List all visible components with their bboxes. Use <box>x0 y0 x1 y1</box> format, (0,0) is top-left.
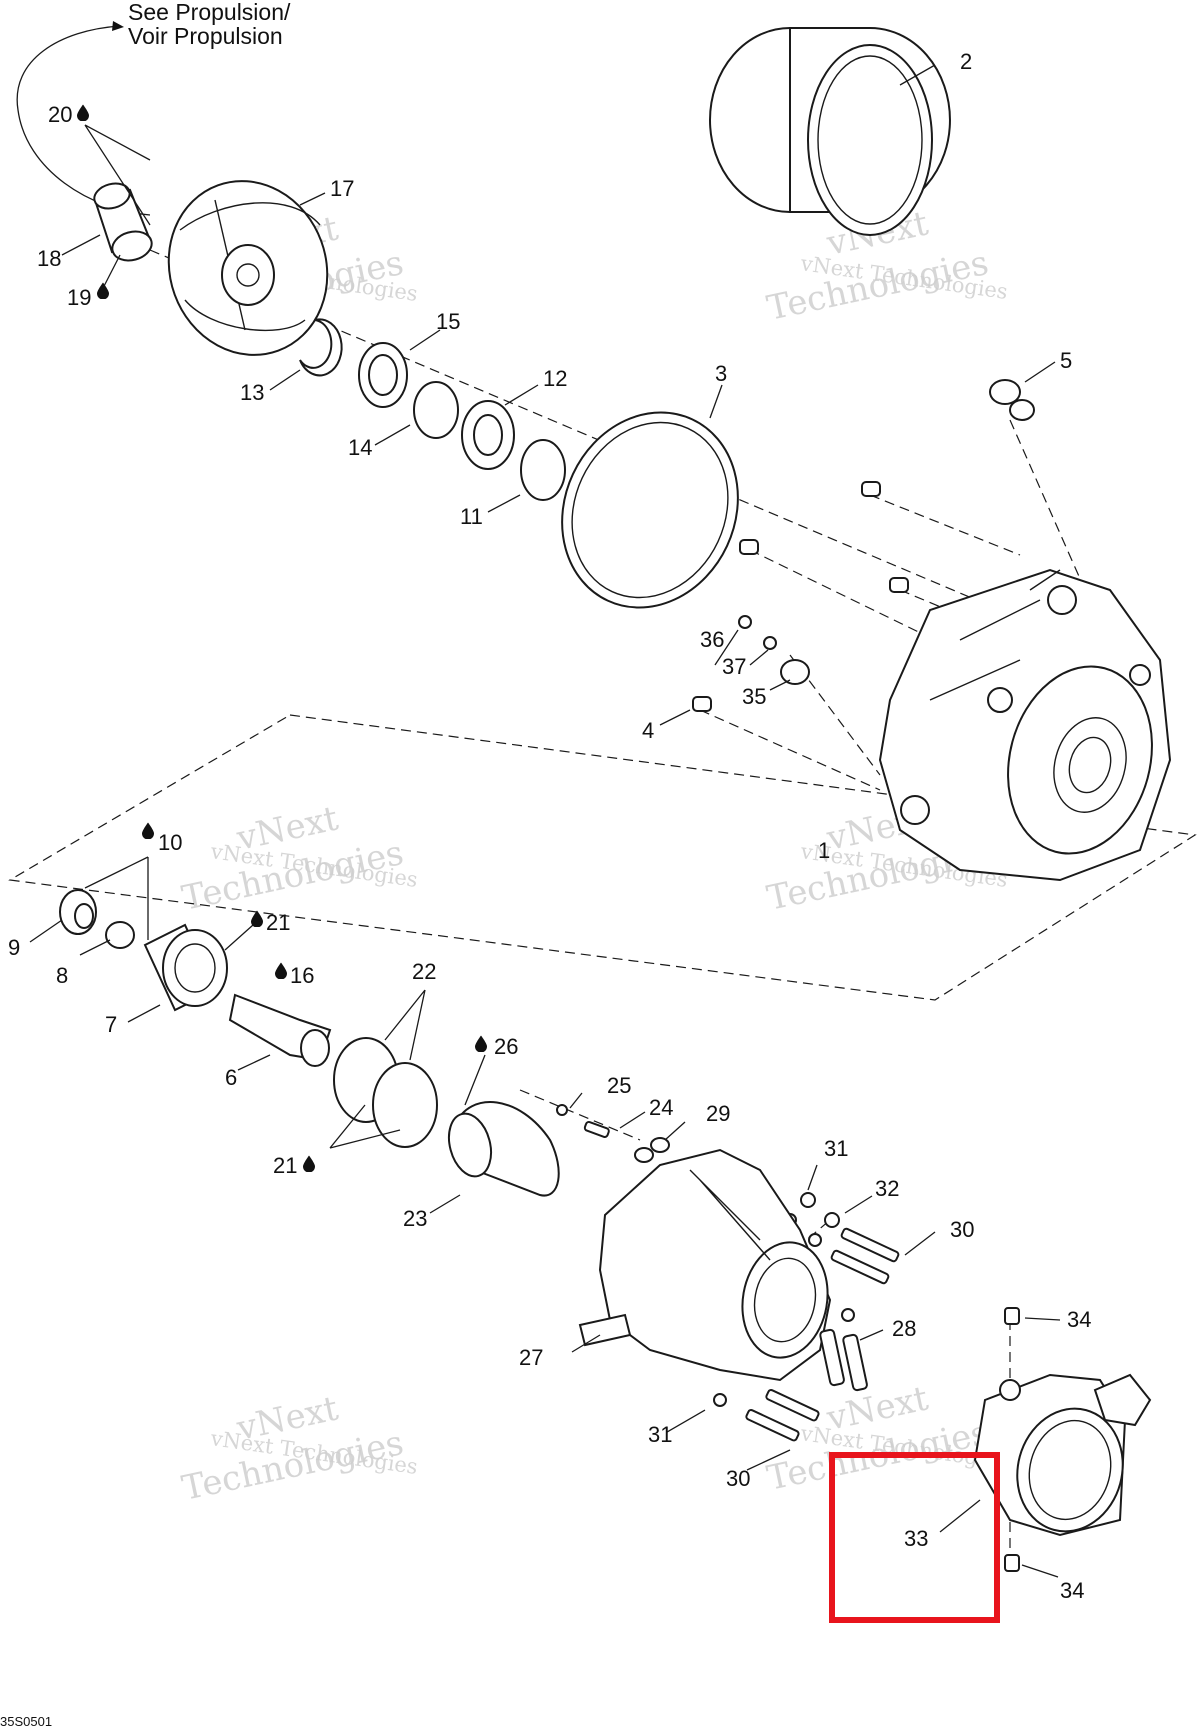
label-37: 37 <box>722 654 746 679</box>
label-24: 24 <box>649 1095 673 1120</box>
label-30b: 30 <box>726 1466 750 1491</box>
label-21b: 21 <box>273 1153 297 1178</box>
label-1: 1 <box>818 838 830 863</box>
label-20: 20 <box>48 102 72 127</box>
label-27: 27 <box>519 1345 543 1370</box>
fitting-axis <box>1009 419 1086 591</box>
small-o-ring-part <box>520 439 566 501</box>
housing-screws <box>692 481 909 712</box>
pins-part <box>819 1328 868 1392</box>
label-5: 5 <box>1060 348 1072 373</box>
cone-part <box>447 1101 560 1197</box>
label-29: 29 <box>706 1101 730 1126</box>
oil-drop-icon <box>97 282 109 299</box>
shaft-part <box>228 993 332 1067</box>
oil-drop-icon <box>303 1155 315 1172</box>
label-33: 33 <box>904 1526 928 1551</box>
impeller-sleeve-part <box>93 182 153 262</box>
label-6: 6 <box>225 1065 237 1090</box>
lip-seal-part <box>461 400 515 470</box>
label-34a: 34 <box>1067 1307 1091 1332</box>
wm-large-2: Technologies <box>764 243 992 329</box>
small-fasteners-part <box>556 1104 670 1163</box>
parts <box>59 27 1172 1572</box>
label-31b: 31 <box>648 1422 672 1447</box>
label-31a: 31 <box>824 1136 848 1161</box>
see-propulsion-note: See Propulsion/ Voir Propulsion <box>16 0 291 216</box>
label-13: 13 <box>240 380 264 405</box>
impeller-part <box>167 180 329 356</box>
nozzle-screws-part <box>1004 1307 1020 1572</box>
drain-screw-parts <box>738 615 810 685</box>
watermarks: vNext vNext Technologies Technologies vN… <box>179 203 1010 1508</box>
bolt-axis-2 <box>749 549 936 641</box>
oil-drop-icon <box>77 104 89 121</box>
fitting-part <box>989 379 1035 421</box>
bolt-axis-4 <box>699 709 881 791</box>
leader-lines <box>29 64 1061 1578</box>
oil-drop-icon <box>142 822 154 839</box>
stator-bolts-part <box>713 1192 900 1442</box>
housing-o-ring-part <box>561 411 739 609</box>
label-25: 25 <box>607 1073 631 1098</box>
jet-pump-housing-part <box>878 568 1172 882</box>
label-9: 9 <box>8 935 20 960</box>
label-10: 10 <box>158 830 182 855</box>
label-12: 12 <box>543 366 567 391</box>
circlip-part <box>299 318 343 377</box>
label-8: 8 <box>56 963 68 988</box>
nozzle-part <box>973 1373 1152 1537</box>
label-16: 16 <box>290 963 314 988</box>
wear-ring-part <box>709 27 951 236</box>
o-ring-22b-part <box>372 1062 438 1148</box>
oil-drop-icon <box>475 1035 487 1052</box>
label-23: 23 <box>403 1206 427 1231</box>
label-15: 15 <box>436 309 460 334</box>
label-11: 11 <box>460 504 483 529</box>
label-22: 22 <box>412 959 436 984</box>
bearing-group-part <box>59 889 228 1012</box>
label-35: 35 <box>742 684 766 709</box>
label-19: 19 <box>67 285 91 310</box>
ring-part <box>413 381 459 439</box>
label-3: 3 <box>715 361 727 386</box>
label-14: 14 <box>348 435 372 460</box>
label-2: 2 <box>960 49 972 74</box>
seal-part <box>358 342 408 408</box>
drawing-code: 35S0501 <box>0 1714 52 1729</box>
venturi-housing-part <box>578 1148 832 1382</box>
highlight-box-part-33 <box>829 1452 1000 1623</box>
arrow-head-icon <box>112 21 124 31</box>
label-28: 28 <box>892 1316 916 1341</box>
oil-drop-icon <box>251 910 263 927</box>
label-32: 32 <box>875 1176 899 1201</box>
callout-labels: 20 2 17 18 19 15 13 12 14 3 11 5 36 37 3… <box>8 49 1091 1603</box>
label-30a: 30 <box>950 1217 974 1242</box>
cone-axis <box>519 1089 641 1141</box>
oil-drop-icon <box>275 962 287 979</box>
label-21a: 21 <box>266 910 290 935</box>
note-line-2: Voir Propulsion <box>128 23 283 49</box>
label-7: 7 <box>105 1012 117 1037</box>
label-36: 36 <box>700 627 724 652</box>
bolt-axis-1 <box>869 494 1021 556</box>
label-34b: 34 <box>1060 1578 1084 1603</box>
label-26: 26 <box>494 1034 518 1059</box>
note-line-1: See Propulsion/ <box>128 0 291 25</box>
label-17: 17 <box>330 176 354 201</box>
label-18: 18 <box>37 246 61 271</box>
label-4: 4 <box>642 718 654 743</box>
